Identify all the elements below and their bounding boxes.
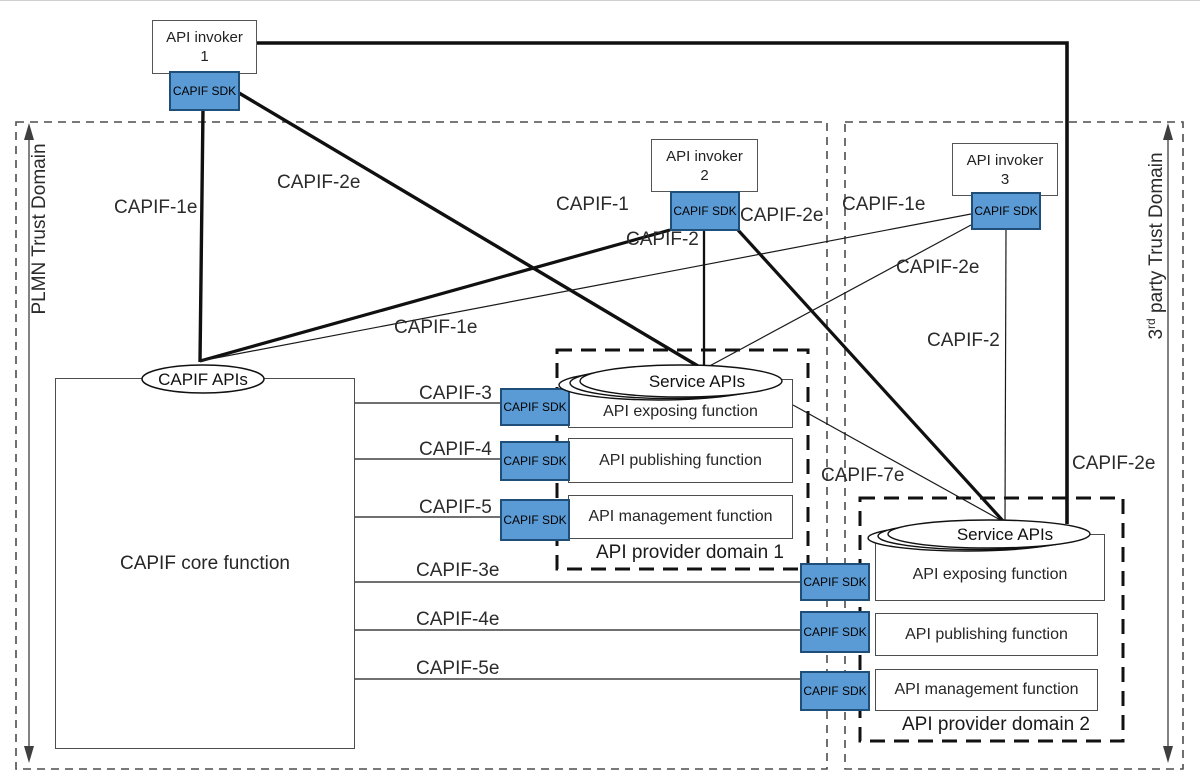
third-party-trust-domain-border xyxy=(844,121,1184,770)
label-capif-4: CAPIF-4 xyxy=(419,439,492,460)
edge-capif-2e-invoker1-domain2 xyxy=(257,41,1069,524)
domain2-api-publishing-function-box: API publishing function xyxy=(875,613,1098,656)
edge-capif-7e xyxy=(792,404,1005,523)
edge-capif-2-invoker3-domain2 xyxy=(1004,229,1007,523)
capif-sdk-invoker-3: CAPIF SDK xyxy=(971,192,1041,230)
api-invoker-1-title: API invoker xyxy=(166,29,243,46)
api-provider-domain-2-label: API provider domain 2 xyxy=(902,714,1090,735)
capif-core-function-box: CAPIF core function xyxy=(55,378,355,749)
edge-capif-1-invoker2 xyxy=(199,228,671,363)
domain1-service-apis-ellipses xyxy=(558,364,783,401)
domain1-service-apis-label: Service APIs xyxy=(648,372,746,391)
third-party-sup: rd xyxy=(1143,318,1158,329)
label-capif-2e-right: CAPIF-2e xyxy=(1072,453,1156,474)
label-capif-2e-invoker1: CAPIF-2e xyxy=(277,172,361,193)
third-party-rest: party Trust Domain xyxy=(1146,152,1168,319)
third-party-extent-arrow xyxy=(1163,123,1173,763)
capif-sdk-domain2-publishing: CAPIF SDK xyxy=(800,611,870,653)
domain2-publishing-label: API publishing function xyxy=(905,625,1068,643)
domain2-exposing-label: API exposing function xyxy=(912,566,1068,583)
label-capif-1e-invoker3: CAPIF-1e xyxy=(842,194,926,215)
capif-sdk-invoker-1: CAPIF SDK xyxy=(169,71,240,111)
capif-sdk-domain2-exposing: CAPIF SDK xyxy=(800,563,870,601)
label-capif-1: CAPIF-1 xyxy=(556,194,629,215)
api-invoker-3-title: API invoker xyxy=(966,151,1044,169)
domain1-exposing-label: API exposing function xyxy=(603,403,758,420)
label-capif-2-invoker2: CAPIF-2 xyxy=(626,229,699,250)
api-invoker-3-box: API invoker 3 xyxy=(952,143,1058,196)
plmn-trust-domain-border xyxy=(15,121,828,770)
label-capif-1e-mid: CAPIF-1e xyxy=(394,317,478,338)
capif-sdk-domain1-publishing: CAPIF SDK xyxy=(500,441,570,481)
label-capif-7e: CAPIF-7e xyxy=(821,465,905,486)
capif-core-function-label: CAPIF core function xyxy=(119,552,291,574)
third-party-num: 3 xyxy=(1146,328,1168,340)
domain1-api-management-function-box: API management function xyxy=(568,495,793,539)
capif-sdk-domain2-management: CAPIF SDK xyxy=(800,671,870,711)
api-invoker-1-number: 1 xyxy=(200,48,209,65)
third-party-trust-domain-label: 3rd party Trust Domain xyxy=(1144,152,1168,339)
edge-capif-1e-invoker3 xyxy=(199,213,972,362)
label-capif-3e: CAPIF-3e xyxy=(416,560,500,581)
capif-sdk-domain1-exposing: CAPIF SDK xyxy=(500,388,570,426)
domain1-management-label: API management function xyxy=(588,508,773,525)
api-invoker-3-number: 3 xyxy=(1000,170,1010,188)
capif-sdk-invoker-2: CAPIF SDK xyxy=(670,191,740,231)
domain2-service-apis-ellipses xyxy=(867,519,1091,552)
label-capif-5e: CAPIF-5e xyxy=(416,658,500,679)
domain2-service-apis-label: Service APIs xyxy=(956,525,1054,544)
api-provider-domain-1-label: API provider domain 1 xyxy=(596,542,784,563)
label-capif-4e: CAPIF-4e xyxy=(416,609,500,630)
label-capif-5: CAPIF-5 xyxy=(419,497,492,518)
plmn-extent-arrow xyxy=(24,123,34,763)
edge-capif-2e-invoker1-domain1 xyxy=(238,91,704,371)
edge-capif-2e-invoker2-domain2 xyxy=(736,228,1006,524)
capif-sdk-domain1-management: CAPIF SDK xyxy=(500,499,570,541)
label-capif-2-invoker3: CAPIF-2 xyxy=(927,330,1000,351)
edge-capif-2e-invoker3-domain1 xyxy=(703,224,972,370)
domain1-publishing-label: API publishing function xyxy=(599,451,762,469)
plmn-trust-domain-label: PLMN Trust Domain xyxy=(29,143,51,314)
label-capif-1e-invoker1: CAPIF-1e xyxy=(114,197,198,218)
label-capif-2e-invoker2: CAPIF-2e xyxy=(740,205,824,226)
api-invoker-2-box: API invoker 2 xyxy=(651,139,758,192)
edge-capif-1e-invoker1 xyxy=(198,108,205,363)
capif-apis-label: CAPIF APIs xyxy=(158,370,248,389)
api-invoker-2-title: API invoker xyxy=(666,147,743,165)
plmn-trust-domain-text: PLMN Trust Domain xyxy=(29,143,50,315)
domain2-management-label: API management function xyxy=(894,681,1079,698)
domain2-api-management-function-box: API management function xyxy=(875,669,1098,711)
domain1-api-publishing-function-box: API publishing function xyxy=(568,438,793,483)
api-invoker-2-number: 2 xyxy=(700,166,709,184)
label-capif-2e-invoker3: CAPIF-2e xyxy=(896,257,980,278)
label-capif-3: CAPIF-3 xyxy=(419,383,492,404)
capif-apis-ellipse xyxy=(141,364,265,394)
